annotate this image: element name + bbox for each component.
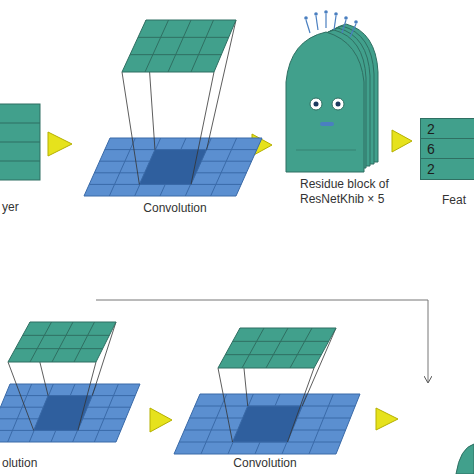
stage-label: Feat xyxy=(442,193,474,208)
input-layer-box xyxy=(0,104,40,180)
stage-label: Convolution xyxy=(210,456,320,471)
grid-plane xyxy=(122,20,236,72)
grid-plane xyxy=(0,384,140,442)
grid-plane xyxy=(84,138,262,196)
stage-label: Residue block of ResNetKhib × 5 xyxy=(300,177,396,207)
grid-plane xyxy=(218,328,336,368)
stage-label: yer xyxy=(2,200,42,215)
grid-plane xyxy=(174,394,360,454)
partial-shape xyxy=(456,444,474,474)
stage-label: olution xyxy=(2,456,62,471)
convolution-grids xyxy=(0,20,360,454)
feature-value: 2 xyxy=(421,119,474,139)
feature-vector-box: 262 xyxy=(420,118,474,180)
stage-label: Convolution xyxy=(120,201,230,216)
grid-plane xyxy=(8,322,116,362)
feature-value: 6 xyxy=(421,139,474,159)
skip-line xyxy=(96,300,428,382)
feature-value: 2 xyxy=(421,159,474,179)
residue-block-stack xyxy=(286,10,378,172)
